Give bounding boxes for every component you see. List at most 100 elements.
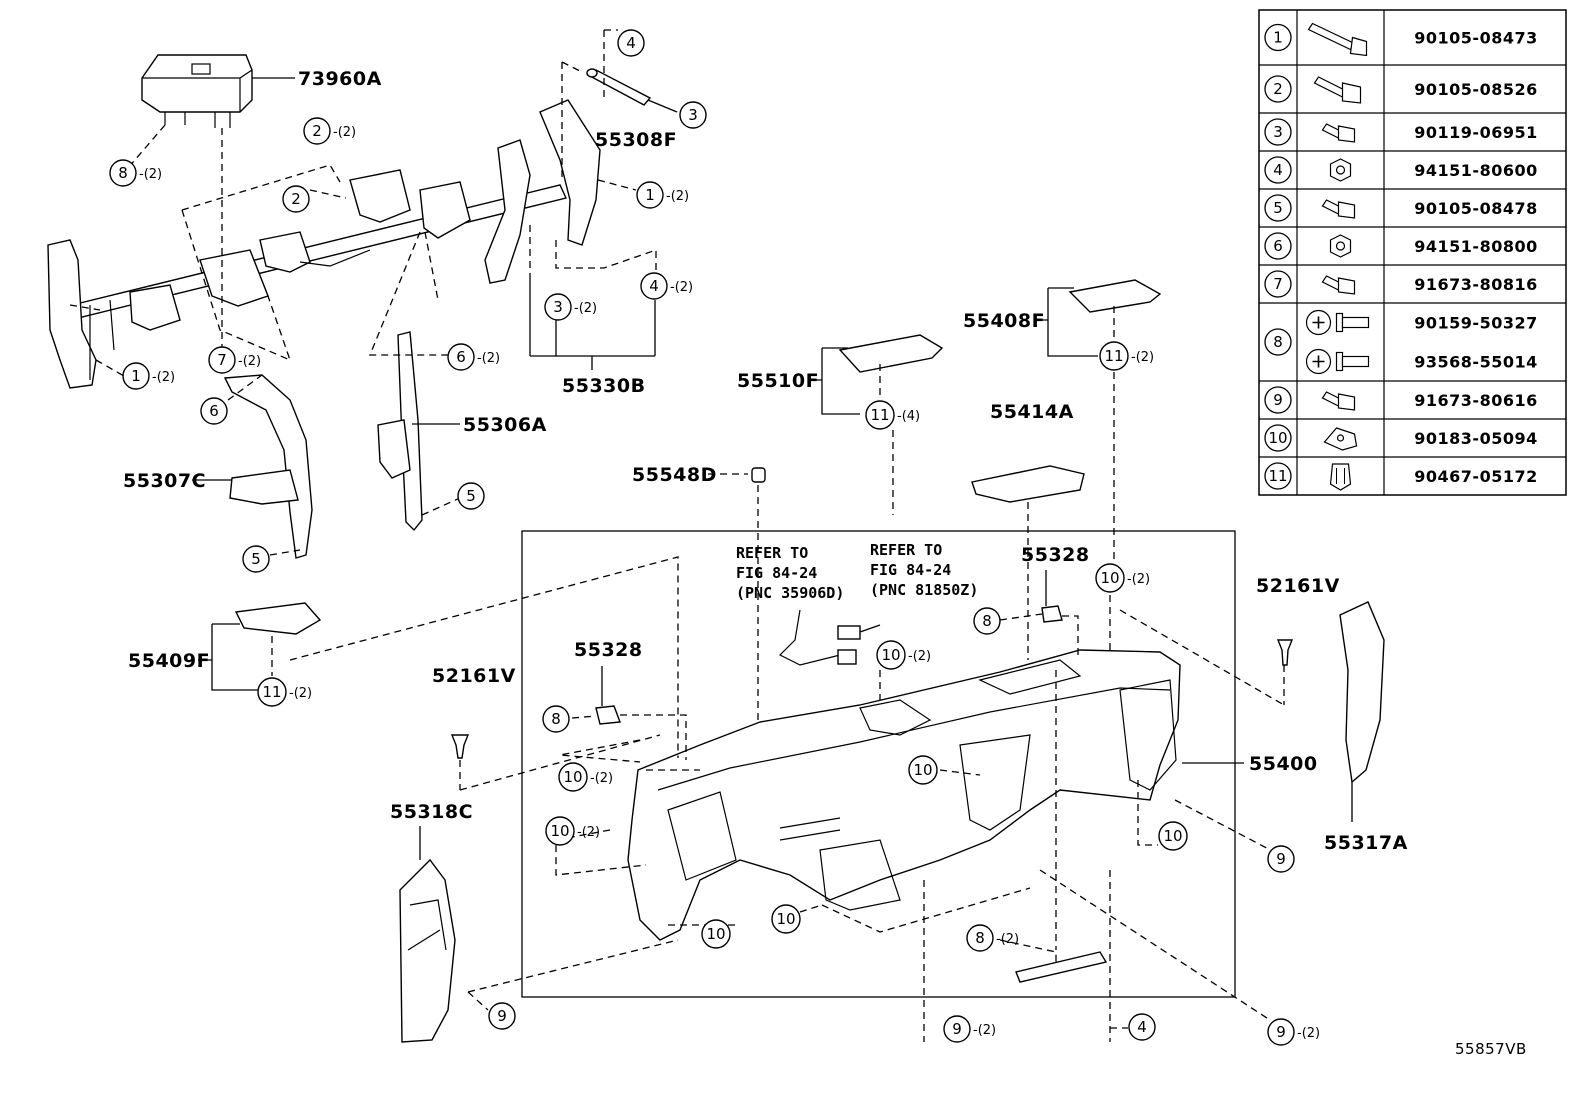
- label-55510F: 55510F: [737, 370, 819, 392]
- wire-35906D-drawing: [778, 609, 857, 666]
- fastener-number-circle: [1264, 23, 1292, 52]
- callout-9: 9-(2): [1267, 1018, 1320, 1046]
- label-55307C: 55307C: [123, 470, 206, 492]
- callout-circle: [457, 482, 485, 510]
- side-brace-part-drawing: [223, 374, 313, 559]
- right-side-panel-55317A-drawing: [1339, 601, 1385, 784]
- callout-quantity: -(4): [897, 409, 920, 424]
- callout-circle: [257, 677, 287, 707]
- callout-circle: [908, 755, 938, 785]
- diagram-code: 55857VB: [1455, 1040, 1527, 1058]
- push-clip-icon: [1329, 463, 1352, 491]
- callout-number: 10: [776, 910, 795, 928]
- fastener-number: 5: [1273, 199, 1283, 217]
- callout-10: 10-(2): [558, 762, 613, 792]
- label-55408F: 55408F: [963, 310, 1045, 332]
- callout-5: 5: [457, 482, 485, 510]
- pin-52161V-right-drawing: [1276, 639, 1294, 666]
- callout-8: 8-(2): [109, 159, 162, 187]
- fastener-number: 8: [1273, 333, 1283, 351]
- left-side-panel-55318C-drawing: [399, 858, 456, 1043]
- callout-circle: [636, 181, 664, 209]
- support-beam-part-drawing: [47, 99, 601, 389]
- callout-quantity: -(2): [238, 354, 261, 369]
- fastener-number-circle: [1264, 424, 1292, 452]
- cross-screw-icon: [1305, 348, 1370, 375]
- callout-quantity: -(2): [1131, 350, 1154, 365]
- callout-circle: [1267, 1018, 1295, 1046]
- fastener-number: 9: [1273, 391, 1283, 409]
- callout-circle: [303, 117, 331, 145]
- pin-52161V-left-drawing: [450, 734, 470, 759]
- callout-4: 4-(2): [640, 272, 693, 300]
- fastener-number-circle: [1264, 270, 1292, 298]
- short-flange-bolt-icon: [1321, 391, 1356, 411]
- fastener-part-number: 93568-55014: [1414, 353, 1537, 372]
- label-55318C: 55318C: [390, 801, 473, 823]
- callout-10: 10: [701, 919, 731, 949]
- ref-line: REFER TO: [870, 541, 942, 559]
- fastener-number-circle: [1264, 328, 1292, 356]
- medium-flange-bolt-icon: [1313, 76, 1362, 104]
- wire-81850Z-drawing: [837, 624, 881, 640]
- callout-number: 6: [456, 348, 466, 366]
- callout-circle: [544, 293, 572, 321]
- label-55328-left: 55328: [574, 639, 643, 661]
- fastener-part-number: 90183-05094: [1414, 429, 1537, 448]
- callout-number: 8: [982, 612, 992, 630]
- ref-line: (PNC 35906D): [736, 584, 844, 602]
- fastener-number-circle: [1264, 194, 1292, 222]
- callout-10: 10: [908, 755, 938, 785]
- callout-number: 10: [706, 925, 725, 943]
- callout-number: 8: [975, 929, 985, 947]
- callout-bubbles: 8-(2)2-(2)2431-(2)4-(2)3-(2)1-(2)7-(2)6-…: [109, 29, 1320, 1046]
- callout-circle: [282, 185, 310, 213]
- reference-note-81850Z: REFER TO FIG 84-24 (PNC 81850Z): [870, 541, 978, 599]
- callout-11: 11-(2): [1099, 341, 1154, 371]
- callout-number: 4: [626, 34, 636, 52]
- ref-line: (PNC 81850Z): [870, 581, 978, 599]
- callout-3: 3-(2): [544, 293, 597, 321]
- fastener-part-number: 90105-08478: [1414, 199, 1537, 218]
- callout-10: 10-(2): [545, 816, 600, 846]
- callout-circle: [966, 924, 994, 952]
- callout-number: 1: [645, 186, 655, 204]
- callout-circle: [679, 101, 707, 129]
- airbag-part-drawing: [141, 54, 253, 128]
- callout-circle: [447, 343, 475, 371]
- callout-4: 4: [1128, 1013, 1156, 1041]
- callout-11: 11-(4): [865, 400, 920, 430]
- callout-circle: [617, 29, 645, 57]
- callout-quantity: -(2): [289, 686, 312, 701]
- callout-number: 9: [497, 1007, 507, 1025]
- callout-4: 4: [617, 29, 645, 57]
- short-flange-bolt-icon: [1321, 123, 1356, 143]
- instrument-panel-frame: [521, 530, 1236, 998]
- callout-circle: [1095, 563, 1125, 593]
- label-55308F: 55308F: [595, 129, 677, 151]
- callout-circle: [109, 159, 137, 187]
- fastener-part-number: 94151-80600: [1414, 161, 1537, 180]
- fastener-number-circle: [1264, 386, 1292, 414]
- short-flange-bolt-icon: [1321, 275, 1356, 295]
- label-55409F: 55409F: [128, 650, 210, 672]
- callout-number: 1: [131, 367, 141, 385]
- callout-number: 5: [466, 487, 476, 505]
- short-flange-bolt-icon: [1321, 199, 1356, 219]
- callout-number: 3: [553, 298, 563, 316]
- callout-number: 10: [1100, 569, 1119, 587]
- lower-bar-drawing: [1015, 951, 1108, 983]
- callout-circle: [122, 362, 150, 390]
- fastener-number: 1: [1273, 29, 1283, 47]
- fastener-number: 3: [1273, 123, 1283, 141]
- hex-nut-icon: [1329, 234, 1352, 258]
- fastener-number: 2: [1273, 80, 1283, 98]
- callout-number: 9: [952, 1020, 962, 1038]
